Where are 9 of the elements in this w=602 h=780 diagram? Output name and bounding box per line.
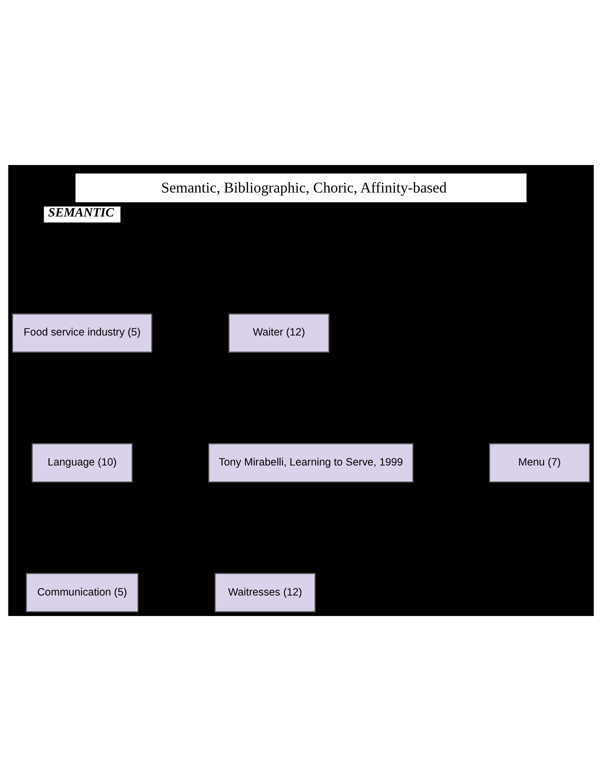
node-box: Communication (5) xyxy=(26,572,139,612)
node-box: Language (10) xyxy=(32,442,133,482)
node-box: Food service industry (5) xyxy=(12,312,152,352)
node-box: Tony Mirabelli, Learning to Serve, 1999 xyxy=(208,442,414,482)
node-box: Menu (7) xyxy=(489,442,590,482)
label: SEMANTIC xyxy=(48,205,114,220)
node-box: Waiter (12) xyxy=(228,312,330,352)
node-box: Waitresses (12) xyxy=(214,572,316,612)
diagram-title: Semantic, Bibliographic, Choric, Affinity-based xyxy=(161,180,447,196)
